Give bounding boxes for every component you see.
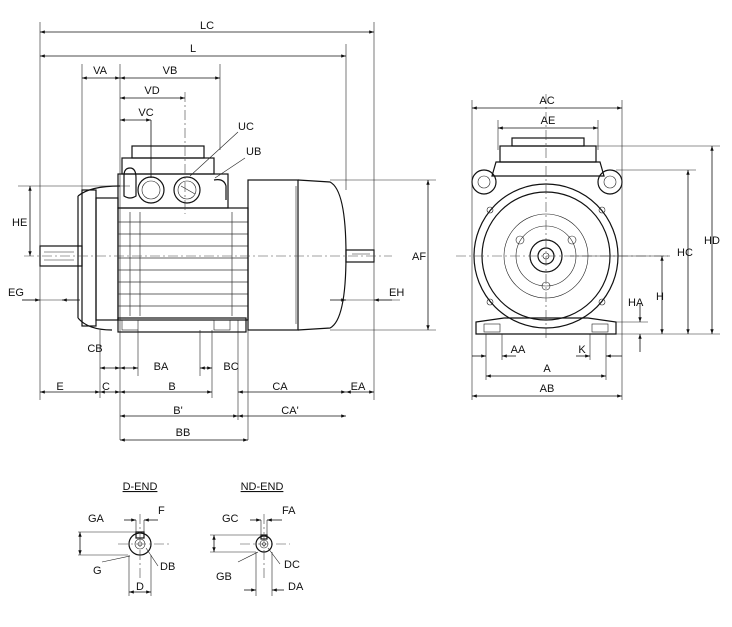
label-bc: BC	[223, 361, 238, 373]
dimension-lines-end	[472, 106, 714, 398]
fan-cowl	[247, 179, 347, 331]
nd-end-title: ND-END	[241, 481, 284, 493]
cooling-fins	[118, 212, 248, 316]
label-ba: BA	[154, 361, 169, 373]
label-vc: VC	[138, 107, 153, 119]
label-aa: AA	[511, 344, 526, 356]
extension-lines-end	[471, 100, 720, 400]
label-gc: GC	[222, 513, 239, 525]
d-end-detail: D-END GA F G DB D	[78, 481, 175, 596]
label-db: DB	[160, 561, 175, 573]
label-eh: EH	[389, 287, 404, 299]
label-uc: UC	[238, 121, 254, 133]
nd-end-detail: ND-END GC FA GB DC DA	[210, 481, 304, 596]
label-f: F	[158, 505, 165, 517]
label-lc: LC	[200, 20, 214, 32]
label-l: L	[190, 43, 196, 55]
dimension-lines-side	[22, 30, 430, 442]
label-ac: AC	[539, 95, 554, 107]
label-vb: VB	[163, 65, 178, 77]
label-cb: CB	[87, 343, 102, 355]
label-da: DA	[288, 581, 304, 593]
dimension-labels-side: LC L VA VB VD VC UC UB HE EG AF EH CB BA…	[8, 20, 426, 439]
label-g: G	[93, 565, 102, 577]
label-b: B	[168, 381, 175, 393]
terminal-box	[117, 145, 229, 209]
label-h: H	[656, 291, 664, 303]
label-b-prime: B'	[173, 405, 182, 417]
label-he: HE	[12, 217, 27, 229]
label-af: AF	[412, 251, 426, 263]
label-k: K	[578, 344, 586, 356]
d-end-title: D-END	[123, 481, 158, 493]
motor-body-side	[24, 92, 392, 333]
label-dc: DC	[284, 559, 300, 571]
label-ca: CA	[272, 381, 288, 393]
motor-feet-side	[117, 317, 247, 333]
label-ae: AE	[541, 115, 556, 127]
label-fa: FA	[282, 505, 296, 517]
label-e: E	[56, 381, 63, 393]
label-ca-prime: CA'	[281, 405, 298, 417]
label-hd: HD	[704, 235, 720, 247]
label-c: C	[102, 381, 110, 393]
label-eg: EG	[8, 287, 24, 299]
label-ab: AB	[540, 383, 555, 395]
label-ea: EA	[351, 381, 366, 393]
label-ha: HA	[628, 297, 644, 309]
label-vd: VD	[144, 85, 159, 97]
label-d: D	[136, 581, 144, 593]
dimension-labels-end: AC AE HD HC H HA AA K A AB	[511, 95, 720, 395]
label-gb: GB	[216, 571, 232, 583]
label-ub: UB	[246, 146, 261, 158]
label-a: A	[543, 363, 551, 375]
label-ga: GA	[88, 513, 105, 525]
label-bb: BB	[176, 427, 191, 439]
label-hc: HC	[677, 247, 693, 259]
label-va: VA	[93, 65, 108, 77]
extension-lines-side	[18, 22, 436, 440]
end-view: AC AE HD HC H HA AA K A AB	[456, 94, 720, 400]
side-view: LC L VA VB VD VC UC UB HE EG AF EH CB BA…	[8, 20, 436, 442]
